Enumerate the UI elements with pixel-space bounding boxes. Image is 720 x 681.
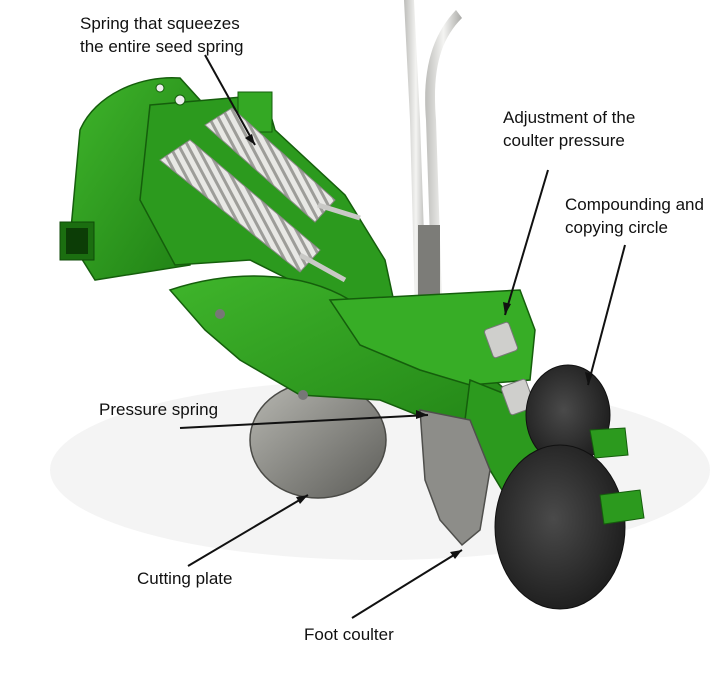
arrowhead-adjust	[503, 302, 511, 315]
label-adjustment-line1: Adjustment of the	[503, 108, 636, 127]
label-pressure-spring: Pressure spring	[99, 400, 219, 419]
arrowhead-pressure	[416, 410, 428, 419]
arrowhead-foot	[450, 550, 462, 559]
arrow-foot	[351, 549, 463, 619]
label-compounding-line1: Compounding and	[565, 195, 704, 214]
label-spring-line1: Spring that squeezes	[80, 14, 240, 33]
label-compounding: Compounding and copying circle	[565, 193, 704, 239]
springs	[159, 107, 361, 283]
arrowhead-compound	[585, 372, 593, 385]
label-spring-line2: the entire seed spring	[80, 37, 244, 56]
arrow-pressure	[179, 414, 429, 429]
label-foot-coulter: Foot coulter	[304, 625, 394, 644]
arrowhead-cutting	[296, 495, 308, 504]
label-adjustment: Adjustment of the coulter pressure	[503, 106, 635, 152]
foot-coulter-shoe	[419, 409, 491, 547]
label-adjustment-line2: coulter pressure	[503, 131, 625, 150]
annotation-arrows	[179, 54, 626, 619]
arrowhead-spring	[245, 134, 255, 145]
arrow-compound	[587, 244, 626, 386]
label-cutting-plate: Cutting plate	[137, 569, 233, 588]
arrow-cutting	[187, 494, 309, 567]
arrow-spring	[204, 54, 256, 146]
arrow-adjust	[504, 169, 549, 316]
label-spring: Spring that squeezes the entire seed spr…	[80, 12, 244, 58]
label-compounding-line2: copying circle	[565, 218, 668, 237]
compounding-wheels	[494, 364, 645, 610]
